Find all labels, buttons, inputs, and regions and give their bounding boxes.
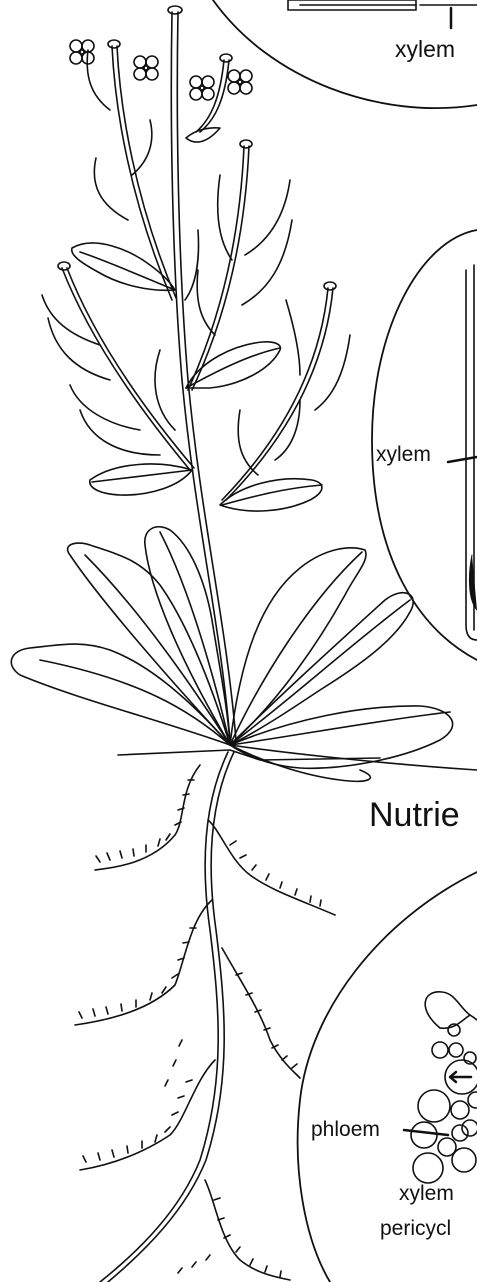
roots (75, 752, 335, 1282)
rosette-leaves (11, 527, 477, 781)
flowers (70, 40, 252, 100)
stem-leaf-4 (220, 479, 322, 511)
root-pericycle-label: pericycl (380, 1217, 451, 1240)
root-xylem-label: xylem (399, 1182, 454, 1205)
mid-xylem-label: xylem (376, 443, 431, 466)
flower-1 (70, 40, 94, 64)
flower-4 (228, 70, 252, 94)
section-heading-label: Nutrie (369, 796, 460, 834)
stem-leaf-3 (90, 464, 192, 495)
flower-3 (190, 76, 214, 100)
top-xylem-label: xylem (395, 36, 455, 62)
diagram-labels: xylem xylem Nutrie phloem xylem pericycl (311, 36, 460, 1240)
root-phloem-label: phloem (311, 1118, 380, 1141)
flower-2 (134, 56, 158, 80)
